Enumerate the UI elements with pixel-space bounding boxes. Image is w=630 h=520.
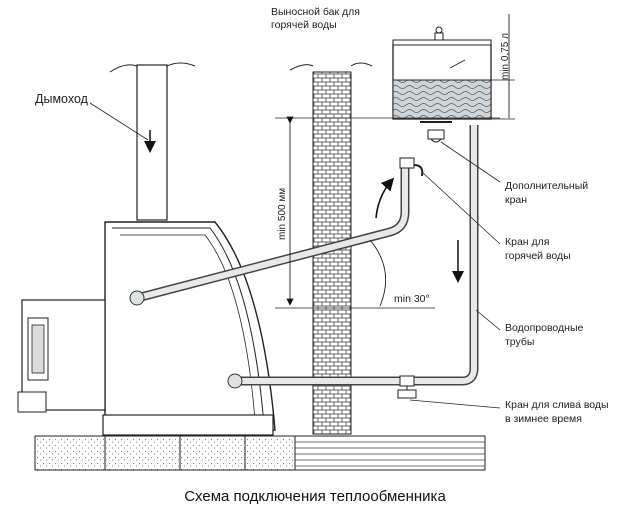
tank-label-1: Выносной бак для [271, 6, 360, 18]
height-dimension [275, 116, 500, 309]
drain-tap-label-1: Кран для слива воды [505, 399, 609, 411]
floor [34, 435, 486, 471]
drain-tap-label-2: в зимнее время [505, 413, 582, 425]
hot-tap-label-1: Кран для [505, 236, 550, 248]
stove [17, 221, 276, 436]
chimney-label: Дымоход [35, 92, 88, 106]
hot-water-tap [399, 157, 424, 177]
extra-tap-label-1: Дополнительный [505, 180, 589, 192]
drain-tap [397, 375, 417, 399]
height-label: min 500 мм [277, 187, 288, 240]
pipes-label-1: Водопроводные [505, 322, 584, 334]
pipes-label-2: трубы [505, 336, 535, 348]
hot-water-tank [392, 26, 492, 120]
extra-tap [420, 121, 452, 143]
chimney-pipe [109, 62, 196, 221]
flow-arrow [375, 177, 395, 219]
hot-tap-label-2: горячей воды [505, 250, 571, 262]
extra-tap-label-2: кран [505, 194, 528, 206]
leader-lines [89, 102, 501, 409]
volume-dimension [491, 14, 515, 120]
tank-label-2: горячей воды [271, 19, 337, 31]
angle-arc [369, 239, 387, 307]
diagram-caption: Схема подключения теплообменника [184, 488, 446, 505]
return-pipe [227, 125, 479, 389]
tank-volume-label: min 0,75 л [500, 33, 511, 80]
angle-label: min 30° [394, 293, 430, 305]
supply-pipe [129, 160, 410, 306]
